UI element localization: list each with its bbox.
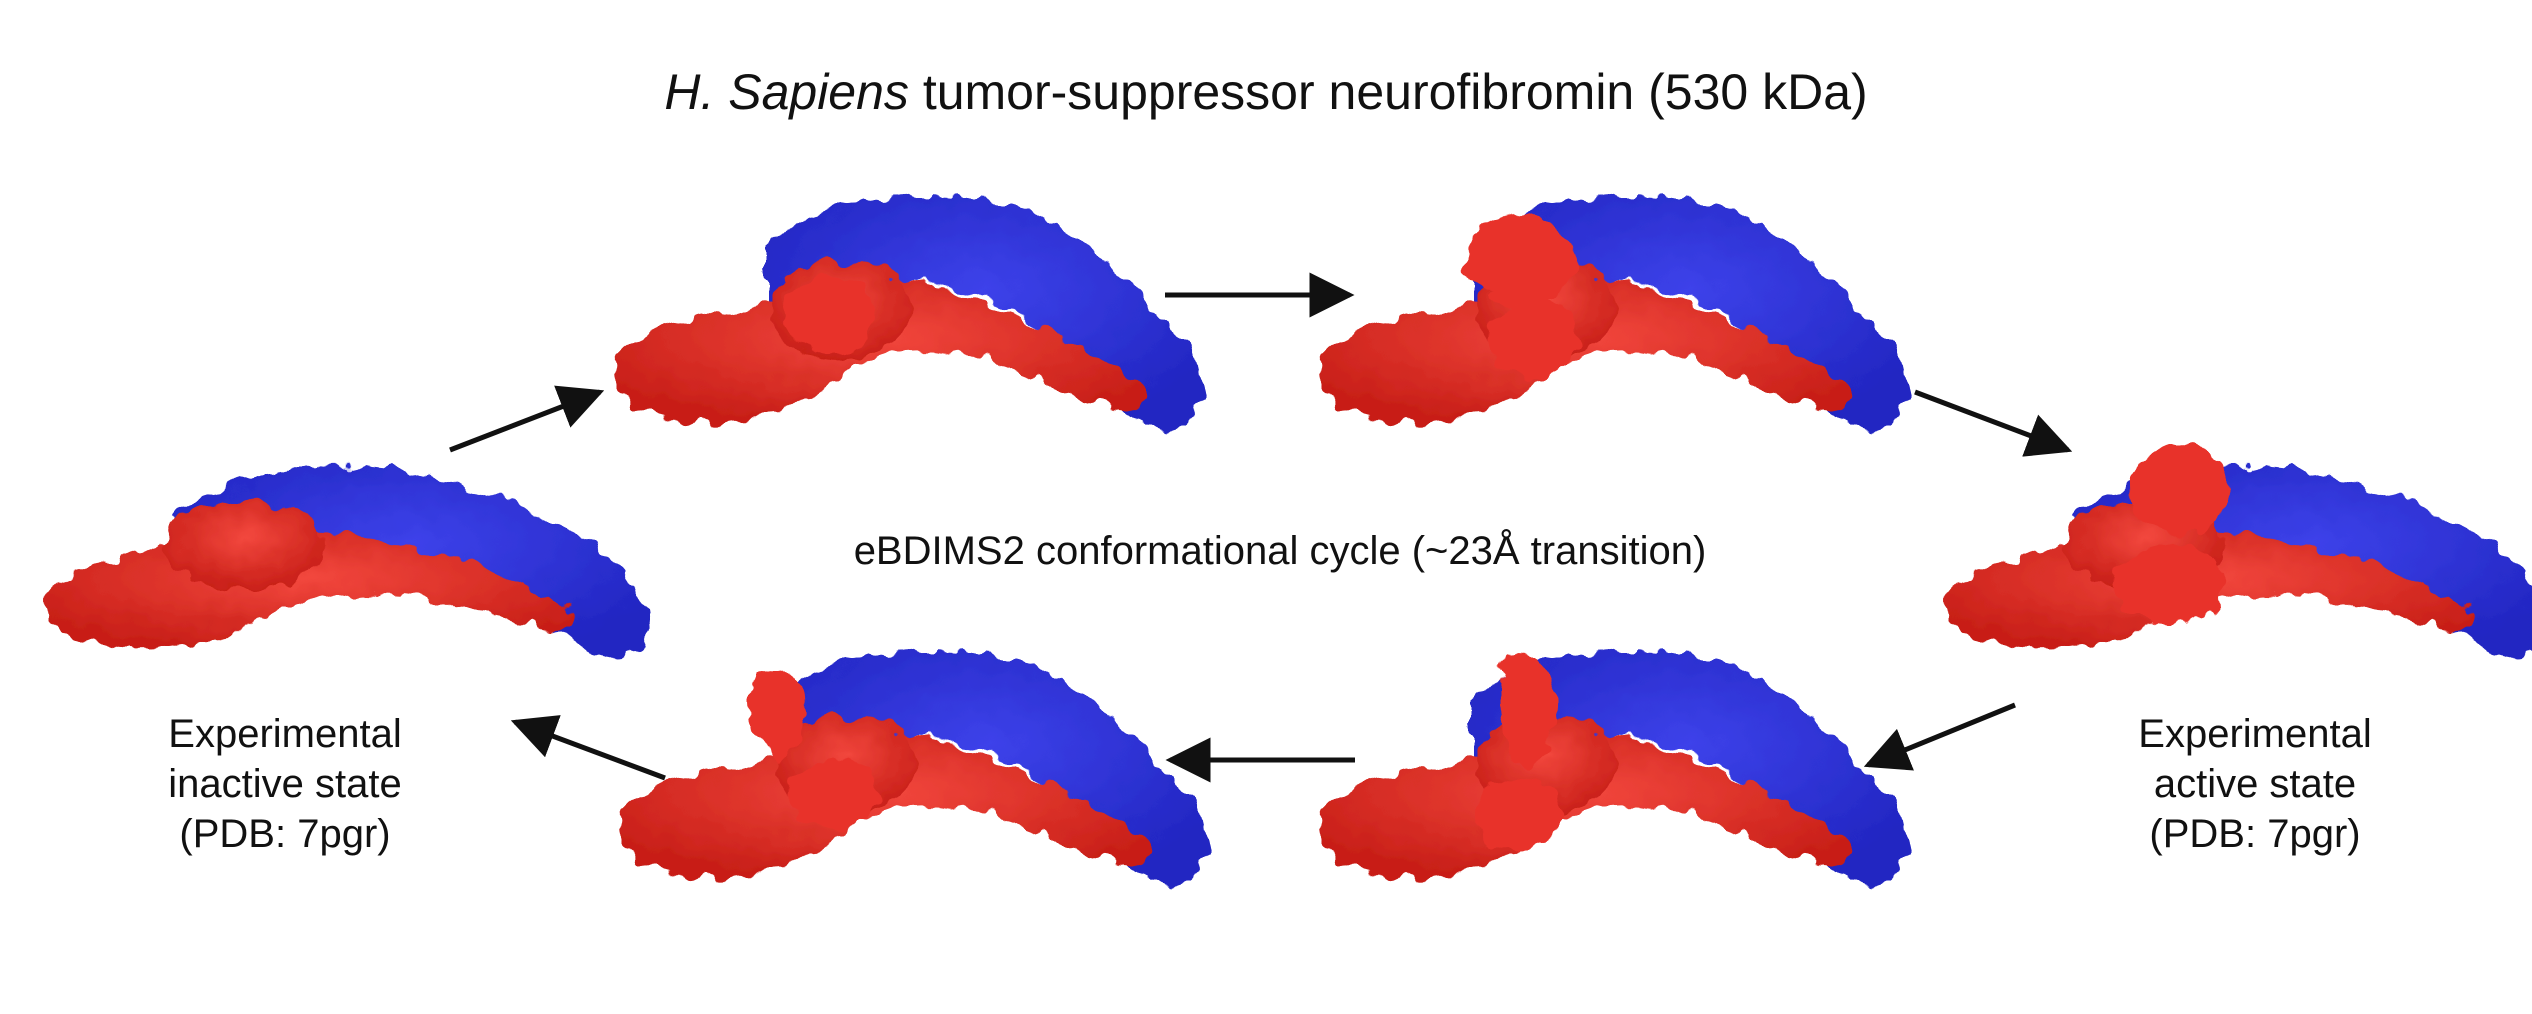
snapshot-top-right bbox=[1319, 196, 1908, 430]
cycle-caption: eBDIMS2 conformational cycle (~23Å trans… bbox=[853, 529, 1707, 573]
active-label-line-2: active state bbox=[2153, 762, 2357, 806]
active-label-line-1: Experimental bbox=[2138, 712, 2372, 756]
inactive-state-label: Experimental inactive state (PDB: 7pgr) bbox=[95, 709, 475, 859]
active-state-label: Experimental active state (PDB: 7pgr) bbox=[2065, 709, 2445, 859]
arrow-stage3-to-active bbox=[1914, 389, 2073, 457]
arrow-stage6-to-inactive bbox=[510, 715, 666, 781]
arrow-inactive-to-stage2 bbox=[449, 385, 605, 453]
figure-title: H. Sapiens tumor-suppressor neurofibromi… bbox=[0, 62, 2532, 122]
snapshot-bottom-left bbox=[619, 651, 1208, 885]
title-protein: tumor-suppressor neurofibromin (530 kDa) bbox=[908, 64, 1868, 120]
active-label-line-3: (PDB: 7pgr) bbox=[2149, 812, 2361, 856]
snapshot-inactive bbox=[44, 465, 648, 658]
snapshot-bottom-right bbox=[1319, 651, 1908, 885]
inactive-label-line-1: Experimental bbox=[168, 712, 402, 756]
snapshot-active bbox=[1944, 445, 2532, 658]
arrow-active-to-stage5 bbox=[1863, 702, 2016, 771]
snapshot-top-left bbox=[614, 196, 1203, 430]
inactive-label-line-3: (PDB: 7pgr) bbox=[179, 812, 391, 856]
inactive-label-line-2: inactive state bbox=[168, 762, 402, 806]
title-species: H. Sapiens bbox=[664, 64, 909, 120]
